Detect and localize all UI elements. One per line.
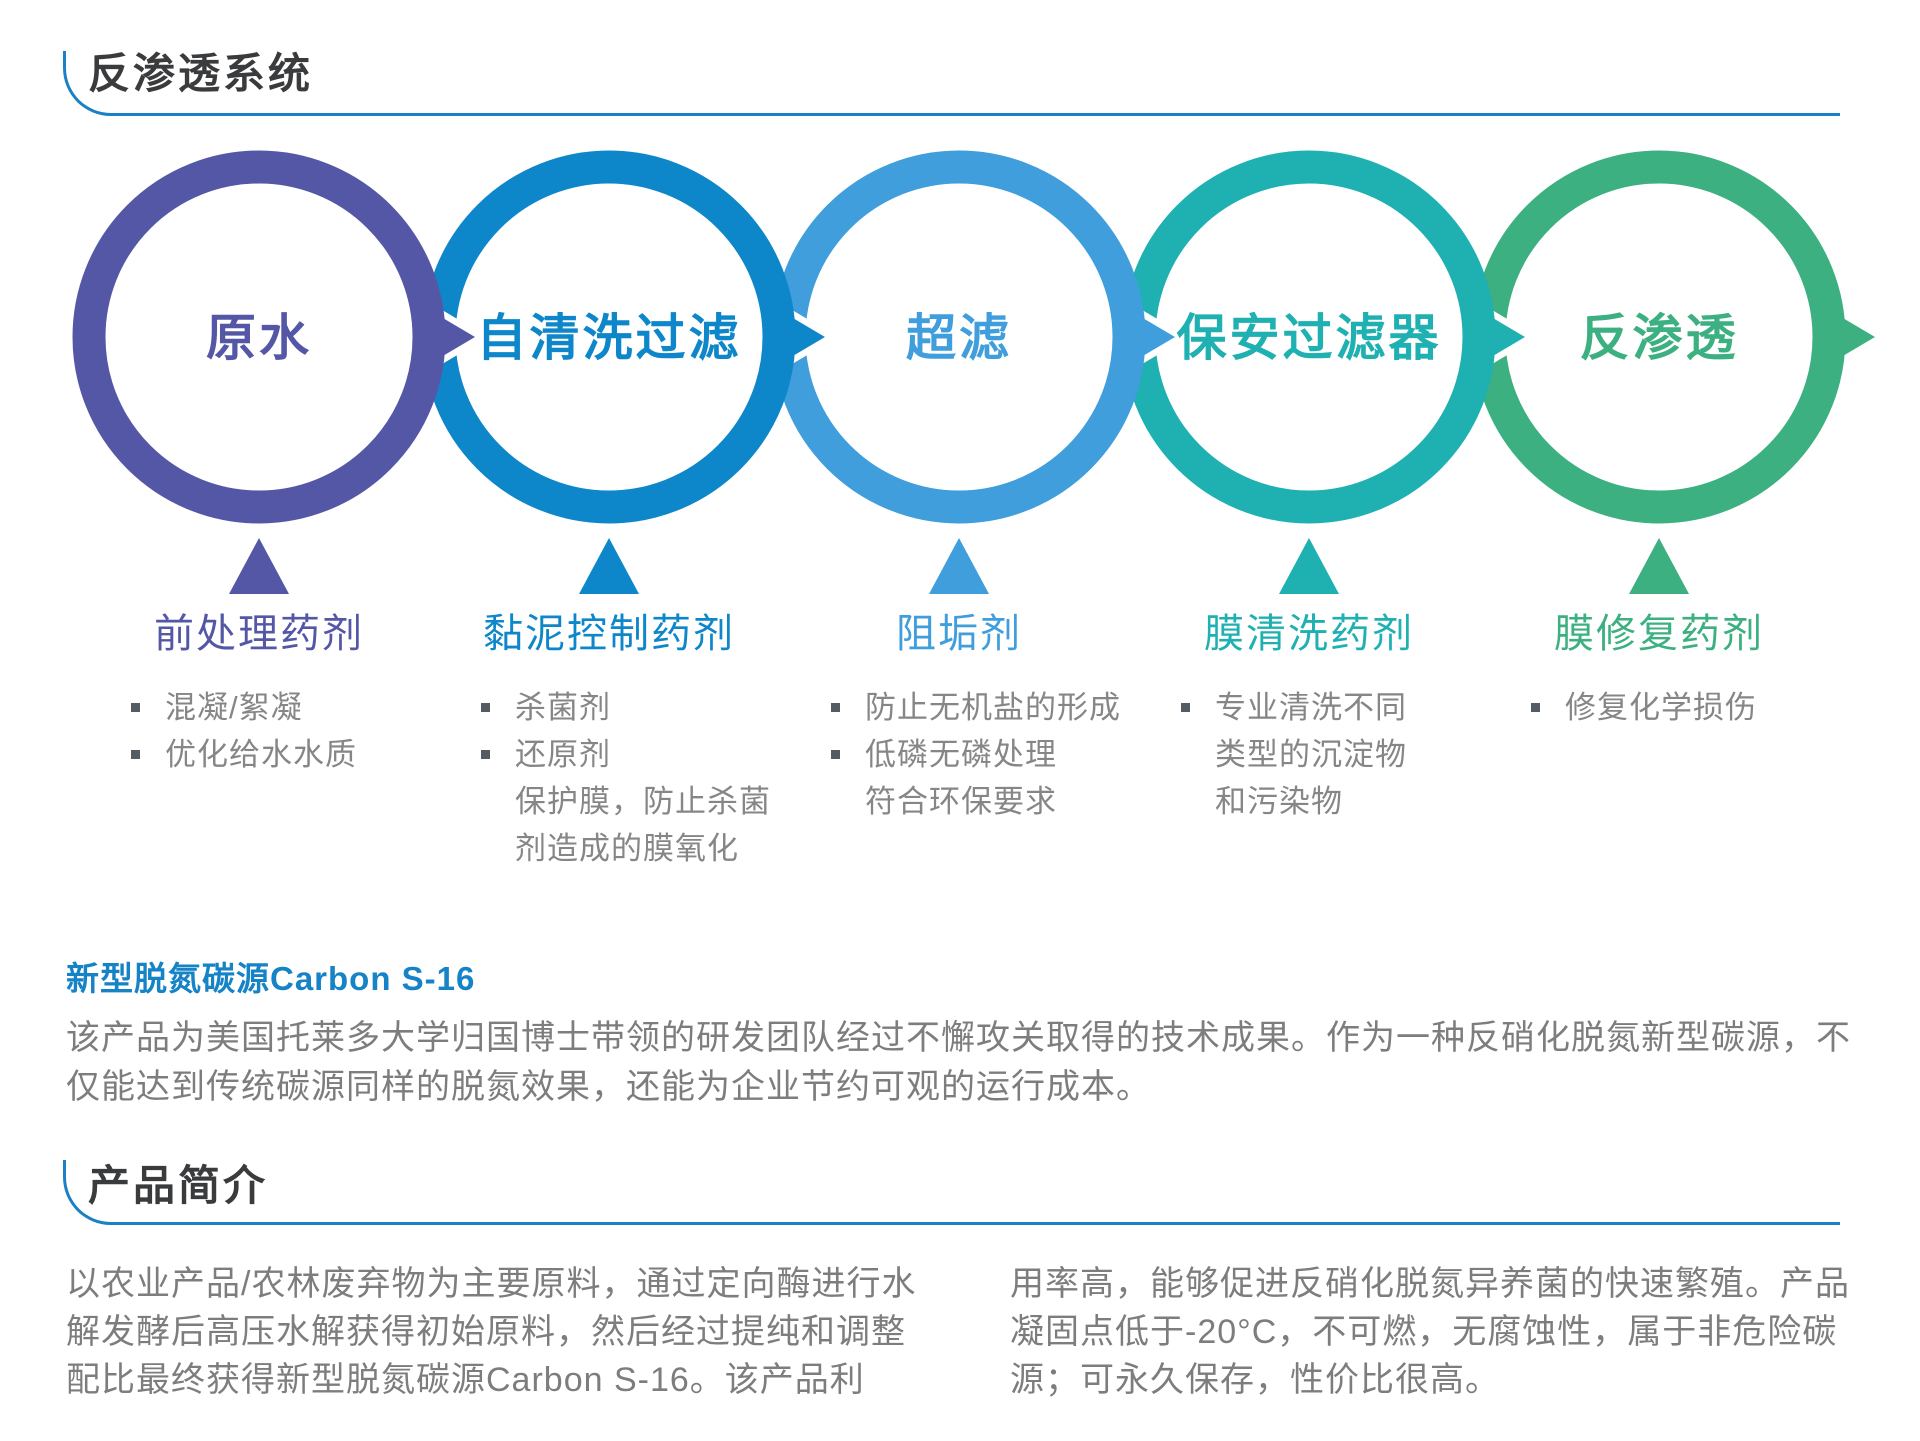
stage-bullet-list: 防止无机盐的形成 低磷无磷处理 符合环保要求 bbox=[789, 684, 1129, 825]
stage-column-slime-control: 黏泥控制药剂 杀菌剂 还原剂 保护膜，防止杀菌 剂造成的膜氧化 bbox=[439, 610, 779, 872]
list-item: 防止无机盐的形成 bbox=[831, 684, 1129, 731]
list-item: 低磷无磷处理 bbox=[831, 731, 1129, 778]
bullet-square-icon bbox=[1181, 703, 1190, 712]
bullet-square-icon bbox=[1531, 703, 1540, 712]
ro-process-flow-diagram: 原水 自清洗过滤 超滤 保安过滤器 反渗透 bbox=[72, 150, 1882, 594]
stage-ring bbox=[72, 150, 446, 524]
carbon-s16-title: 新型脱氮碳源Carbon S-16 bbox=[66, 960, 476, 997]
list-item: 杀菌剂 bbox=[481, 684, 779, 731]
stage-name: 超滤 bbox=[906, 310, 1012, 366]
stage-bullet-list: 混凝/絮凝 优化给水水质 bbox=[89, 684, 429, 778]
bullet-square-icon bbox=[131, 703, 140, 712]
stage-name: 原水 bbox=[206, 310, 312, 366]
list-item: 还原剂 bbox=[481, 731, 779, 778]
bullet-square-icon bbox=[481, 703, 490, 712]
section-title-ro-system: 反渗透系统 bbox=[88, 50, 314, 97]
carbon-s16-body: 该产品为美国托莱多大学归国博士带领的研发团队经过不懈攻关取得的技术成果。作为一种… bbox=[66, 1019, 1851, 1106]
product-intro-right-column: 用率高，能够促进反硝化脱氮异养菌的快速繁殖。产品凝固点低于-20°C，不可燃，无… bbox=[1010, 1265, 1850, 1399]
bullet-square-icon bbox=[831, 703, 840, 712]
list-item: 混凝/絮凝 bbox=[131, 684, 429, 731]
stage-column-membrane-cleaning: 膜清洗药剂 专业清洗不同 类型的沉淀物 和污染物 bbox=[1139, 610, 1479, 825]
stage-label: 膜修复药剂 bbox=[1554, 612, 1764, 656]
bullet-square-icon bbox=[831, 750, 840, 759]
bullet-text: 混凝/絮凝 bbox=[165, 690, 303, 725]
bullet-text: 低磷无磷处理 bbox=[865, 737, 1057, 772]
list-item: 专业清洗不同 bbox=[1181, 684, 1479, 731]
bullet-square-icon bbox=[481, 750, 490, 759]
list-item-continuation: 保护膜，防止杀菌 bbox=[515, 784, 771, 819]
section-title-product-intro: 产品简介 bbox=[88, 1162, 269, 1209]
bullet-text: 修复化学损伤 bbox=[1565, 690, 1757, 725]
stage-label: 膜清洗药剂 bbox=[1204, 612, 1414, 656]
carbon-s16-section: 新型脱氮碳源Carbon S-16 该产品为美国托莱多大学归国博士带领的研发团队… bbox=[66, 952, 1866, 1112]
bullet-text: 优化给水水质 bbox=[165, 737, 357, 772]
bullet-square-icon bbox=[131, 750, 140, 759]
list-item: 修复化学损伤 bbox=[1531, 684, 1829, 731]
bullet-text: 还原剂 bbox=[515, 737, 611, 772]
list-item: 优化给水水质 bbox=[131, 731, 429, 778]
stage-bullet-list: 修复化学损伤 bbox=[1489, 684, 1829, 731]
bullet-text: 杀菌剂 bbox=[515, 690, 611, 725]
stage-column-pretreatment: 前处理药剂 混凝/絮凝 优化给水水质 bbox=[89, 610, 429, 778]
stage-bullet-list: 杀菌剂 还原剂 保护膜，防止杀菌 剂造成的膜氧化 bbox=[439, 684, 779, 872]
stage-label: 阻垢剂 bbox=[896, 612, 1022, 656]
stage-name: 自清洗过滤 bbox=[477, 310, 742, 366]
bullet-text: 专业清洗不同 bbox=[1215, 690, 1407, 725]
bullet-text: 防止无机盐的形成 bbox=[865, 690, 1121, 725]
stage-label: 黏泥控制药剂 bbox=[483, 612, 735, 656]
stage-name: 反渗透 bbox=[1580, 310, 1739, 366]
list-item-continuation: 剂造成的膜氧化 bbox=[515, 831, 739, 866]
pointer-triangle-icon bbox=[929, 538, 989, 594]
pointer-triangle-icon bbox=[1279, 538, 1339, 594]
list-item-continuation: 类型的沉淀物 bbox=[1215, 737, 1407, 772]
section-divider-line bbox=[63, 1160, 1840, 1225]
stage-column-membrane-repair: 膜修复药剂 修复化学损伤 bbox=[1489, 610, 1829, 731]
list-item-continuation: 符合环保要求 bbox=[865, 784, 1057, 819]
product-intro-left-column: 以农业产品/农林废弃物为主要原料，通过定向酶进行水解发酵后高压水解获得初始原料，… bbox=[66, 1265, 917, 1399]
stage-bullet-list: 专业清洗不同 类型的沉淀物 和污染物 bbox=[1139, 684, 1479, 825]
list-item-continuation: 和污染物 bbox=[1215, 784, 1343, 819]
stage-column-antiscalant: 阻垢剂 防止无机盐的形成 低磷无磷处理 符合环保要求 bbox=[789, 610, 1129, 825]
pointer-triangle-icon bbox=[1629, 538, 1689, 594]
pointer-triangle-icon bbox=[579, 538, 639, 594]
pointer-triangle-icon bbox=[229, 538, 289, 594]
stage-label: 前处理药剂 bbox=[154, 612, 364, 656]
stage-name: 保安过滤器 bbox=[1177, 310, 1442, 366]
